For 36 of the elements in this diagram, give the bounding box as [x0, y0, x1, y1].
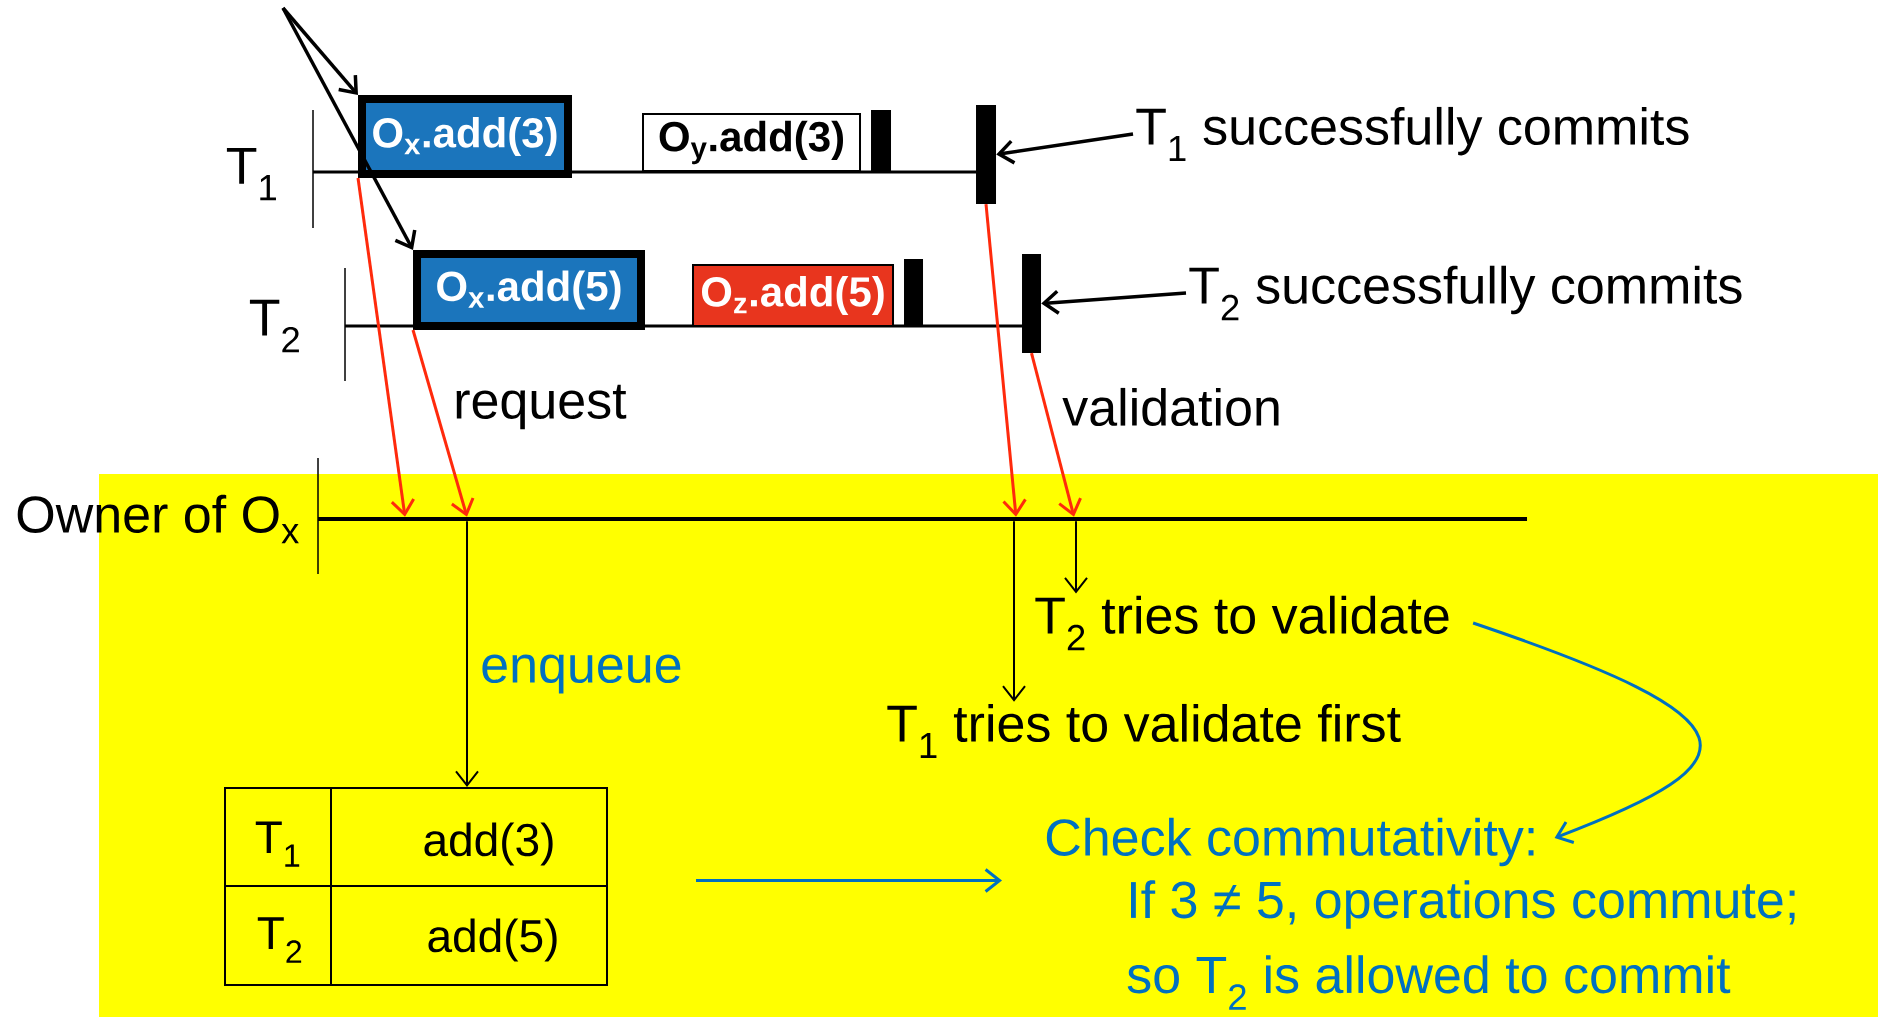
timeline-label: T$_{2}$ — [249, 299, 299, 353]
timeline-label: T$_{1}$ — [226, 147, 276, 201]
edge-label: request — [456, 384, 627, 430]
annotation-text: T$_{2}$ tries to validate — [1035, 595, 1449, 651]
operation-box: O$_{x}$.add(3) — [358, 95, 572, 178]
operation-box: O$_{z}$.add(5) — [692, 264, 894, 327]
commit-bar — [871, 110, 891, 171]
arrow — [1064, 520, 1088, 594]
operation-box: O$_{y}$.add(3) — [642, 113, 861, 172]
edge-label: validation — [1062, 387, 1279, 427]
queue-table — [224, 787, 608, 986]
arrow — [1041, 290, 1187, 315]
note-text: Check commutativity: If 3 ≠ 5, operations commute; so T$_{2}$ is allowed to commit — [1046, 817, 1795, 1010]
arrow — [996, 132, 1134, 165]
arrow — [356, 177, 415, 517]
table-cell-text: add(5) — [428, 918, 557, 962]
commit-bar — [976, 105, 996, 204]
arrow — [455, 520, 479, 787]
annotation-text: T$_{1}$ tries to validate first — [887, 703, 1401, 759]
arrow — [411, 329, 475, 517]
arrow — [696, 868, 1002, 893]
timeline — [318, 517, 1527, 521]
edge-label: enqueue — [482, 654, 681, 694]
commit-bar — [1022, 254, 1041, 353]
annotation-text: T$_{1}$ successfully commits — [1136, 106, 1689, 162]
table-cell-text: add(3) — [424, 822, 553, 866]
table-cell-text: T$_{1}$ — [255, 821, 300, 867]
operation-box: O$_{x}$.add(5) — [413, 250, 645, 330]
commit-bar — [904, 259, 923, 326]
arrow — [281, 7, 417, 250]
annotation-text: T$_{2}$ successfully commits — [1189, 265, 1742, 321]
arrow — [1030, 352, 1082, 517]
arrow — [1472, 621, 1701, 844]
arrow — [1002, 520, 1026, 702]
arrow — [984, 204, 1027, 517]
table-cell-text: T$_{2}$ — [257, 917, 302, 963]
